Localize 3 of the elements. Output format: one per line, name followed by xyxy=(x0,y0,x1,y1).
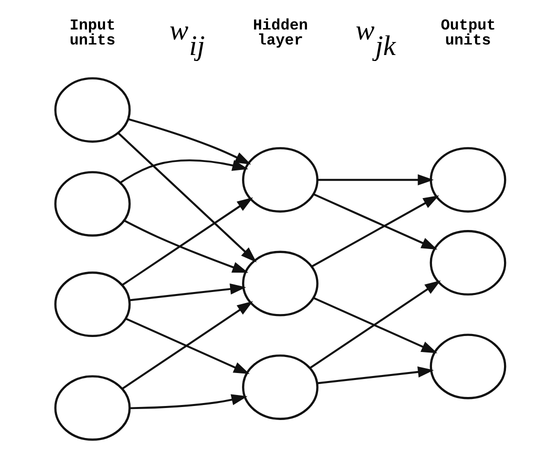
label: Input units xyxy=(69,16,115,50)
label: Hidden layer xyxy=(252,16,308,50)
label: Output units xyxy=(440,16,496,50)
